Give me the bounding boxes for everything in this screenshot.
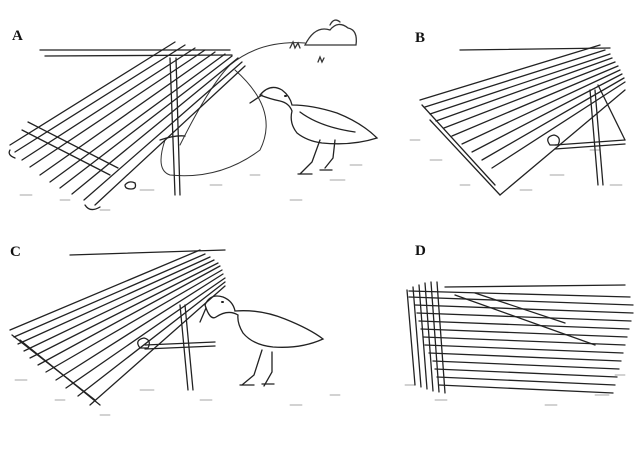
- collapsed-log-platform: [406, 281, 634, 394]
- log-platform: [9, 249, 226, 406]
- figure-four-trigger: [554, 84, 626, 186]
- bird-figure: [199, 295, 325, 387]
- panel-label-d: D: [415, 243, 426, 259]
- ground-texture: [19, 164, 363, 211]
- ground-texture: [14, 379, 341, 416]
- trap-set-illustration: [409, 44, 626, 196]
- trigger-loop: [160, 69, 267, 177]
- ground-texture: [404, 374, 626, 406]
- rocks: [289, 19, 357, 64]
- bait: [137, 337, 150, 349]
- trap-set-illustration: [9, 249, 341, 416]
- pebble: [124, 181, 137, 190]
- panel-a: A: [0, 0, 380, 225]
- trap-set-illustration: [8, 19, 379, 211]
- bait: [547, 134, 560, 146]
- ground-texture: [409, 139, 623, 191]
- panel-b: B: [400, 10, 640, 215]
- panel-label-a: A: [12, 28, 23, 44]
- log-platform: [419, 44, 626, 196]
- panel-label-c: C: [10, 244, 21, 260]
- bird-figure: [249, 86, 379, 175]
- figure-four-trigger: [144, 304, 216, 391]
- support-stick: [159, 57, 186, 196]
- panel-c: C: [0, 230, 380, 430]
- panel-label-b: B: [415, 30, 426, 46]
- trap-sprung-illustration: [404, 281, 634, 406]
- panel-d: D: [395, 235, 640, 410]
- log-platform: [8, 41, 246, 211]
